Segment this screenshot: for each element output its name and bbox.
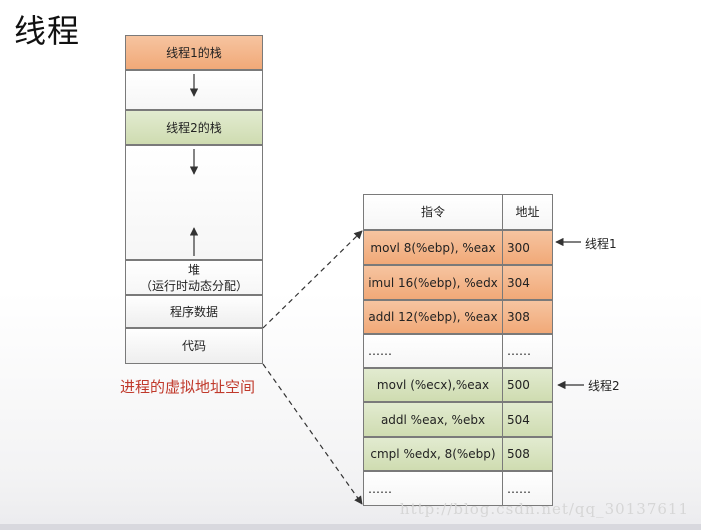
table-header-address: 地址 <box>502 194 553 230</box>
address-cell: …… <box>502 471 553 506</box>
thread1-pointer-label: 线程1 <box>585 237 617 251</box>
instruction-cell: addl %eax, %ebx <box>363 402 503 437</box>
thread1-stack-block: 线程1的栈 <box>125 35 263 70</box>
instruction-cell: movl 8(%ebp), %eax <box>363 230 503 265</box>
address-cell: 500 <box>502 368 553 402</box>
address-cell: 508 <box>502 437 553 471</box>
instruction-cell: cmpl %edx, 8(%ebp) <box>363 437 503 471</box>
address-cell: …… <box>502 334 553 368</box>
instruction-cell: addl 12(%ebp), %eax <box>363 300 503 334</box>
memory-layout-caption: 进程的虚拟地址空间 <box>120 378 256 396</box>
thread2-pointer-label: 线程2 <box>588 379 620 393</box>
program-data-block: 程序数据 <box>125 295 263 328</box>
watermark: http://blog.csdn.net/qq_30137611 <box>399 500 689 518</box>
instruction-cell: movl (%ecx),%eax <box>363 368 503 402</box>
address-cell: 300 <box>502 230 553 265</box>
heap-block: 堆 （运行时动态分配） <box>125 260 263 295</box>
code-block: 代码 <box>125 328 263 364</box>
table-header-instruction: 指令 <box>363 194 503 230</box>
instruction-cell: …… <box>363 334 503 368</box>
address-cell: 504 <box>502 402 553 437</box>
heap-sublabel: （运行时动态分配） <box>139 278 248 293</box>
address-cell: 304 <box>502 265 553 300</box>
code-to-table-bottom-dashed <box>262 363 363 505</box>
thread2-stack-block: 线程2的栈 <box>125 110 263 145</box>
heap-label: 堆 <box>187 262 200 277</box>
address-cell: 308 <box>502 300 553 334</box>
code-to-table-top-dashed <box>262 230 363 329</box>
instruction-cell: imul 16(%ebp), %edx <box>363 265 503 300</box>
bottom-bar <box>0 524 701 530</box>
page-title: 线程 <box>14 12 81 50</box>
